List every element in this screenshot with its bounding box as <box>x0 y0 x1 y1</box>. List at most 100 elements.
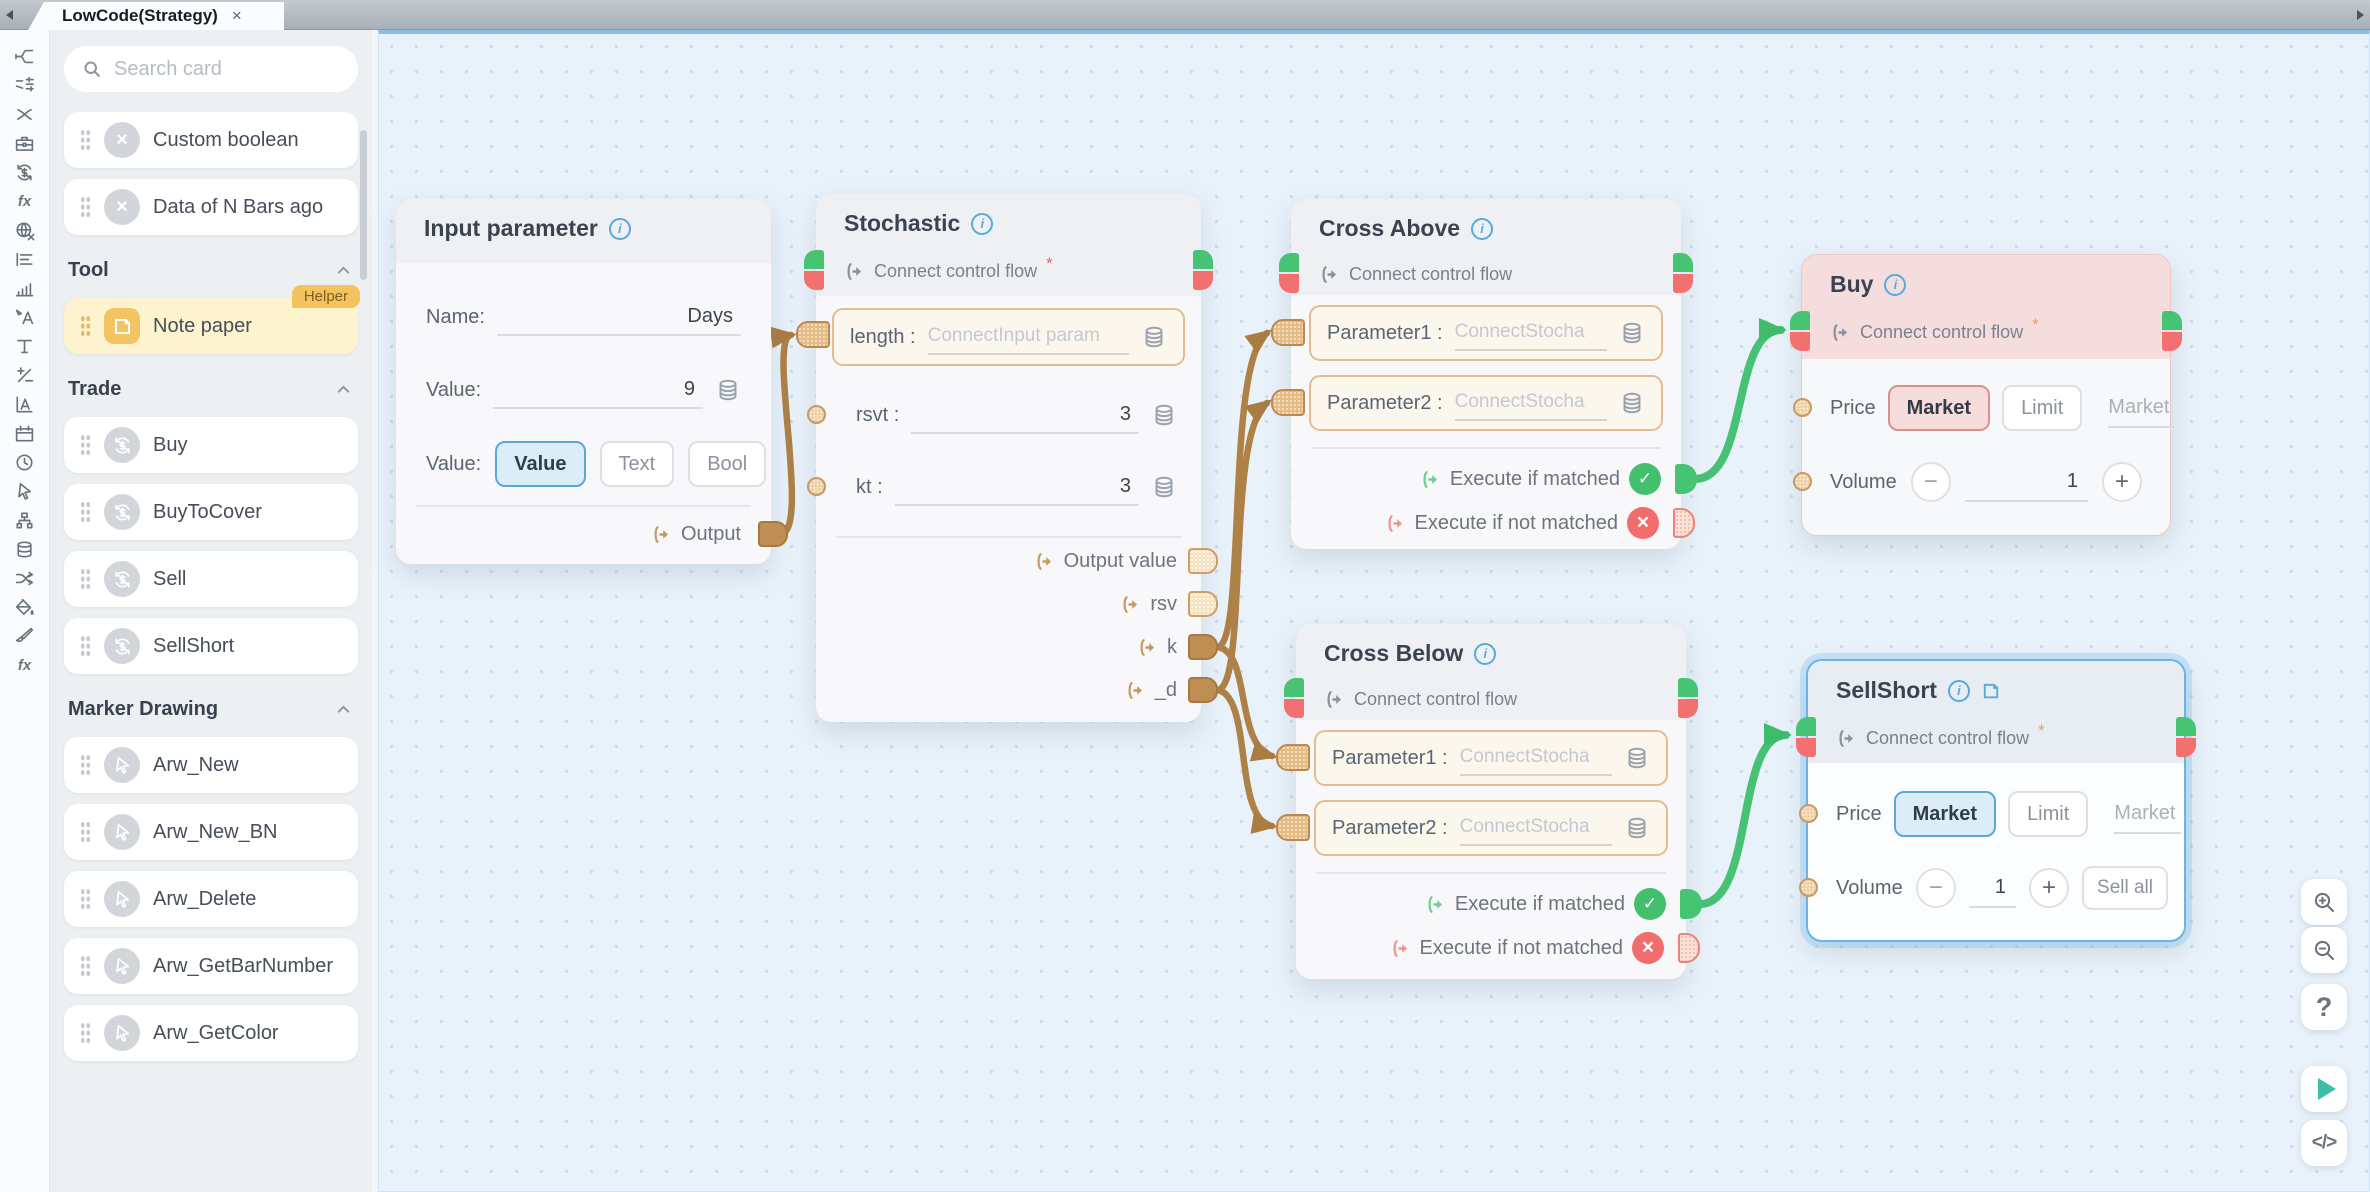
matched-out-port[interactable] <box>1675 464 1697 494</box>
output-port[interactable] <box>758 521 788 547</box>
not-matched-out-port[interactable] <box>1678 933 1700 963</box>
node-cross-below[interactable]: Cross Below i Connect control flow Param… <box>1276 624 1702 979</box>
node-stochastic[interactable]: Stochastic i Connect control flow * leng… <box>796 194 1218 722</box>
clock-icon[interactable] <box>0 448 50 477</box>
control-in-port[interactable] <box>804 250 824 290</box>
param-field-1[interactable]: Parameter1 : ConnectStocha <box>1309 305 1663 361</box>
name-input[interactable]: Days <box>496 298 741 336</box>
node-sellshort[interactable]: SellShort i Connect control flow * Price… <box>1796 659 2196 942</box>
calendar-icon[interactable] <box>0 419 50 448</box>
brush-icon[interactable] <box>0 622 50 651</box>
drag-handle-icon[interactable] <box>80 635 91 657</box>
volume-input[interactable]: 1 <box>1968 868 2017 908</box>
pointer-icon[interactable] <box>0 477 50 506</box>
type-option-value[interactable]: Value <box>495 441 586 487</box>
database-icon[interactable] <box>1141 324 1167 350</box>
database-icon[interactable] <box>1624 745 1650 771</box>
sell-all-button[interactable]: Sell all <box>2082 866 2168 910</box>
length-input-port[interactable] <box>796 321 830 348</box>
price-input-port[interactable] <box>1799 804 1818 823</box>
drag-handle-icon[interactable] <box>80 754 91 776</box>
merge-flow-icon[interactable] <box>0 42 50 71</box>
price-option-limit[interactable]: Limit <box>2008 791 2089 837</box>
drag-handle-icon[interactable] <box>80 501 91 523</box>
drag-handle-icon[interactable] <box>80 434 91 456</box>
drag-handle-icon[interactable] <box>80 821 91 843</box>
bar-chart-icon[interactable] <box>0 274 50 303</box>
sidebar-item-data-of-n-bars-ago[interactable]: ×Data of N Bars ago <box>64 179 358 235</box>
database-icon[interactable] <box>1624 815 1650 841</box>
function-icon[interactable]: fx <box>17 193 32 210</box>
sidebar-item-arw-new-bn[interactable]: Arw_New_BN <box>64 804 358 860</box>
sidebar-item-arw-getcolor[interactable]: Arw_GetColor <box>64 1005 358 1061</box>
not-matched-out-port[interactable] <box>1673 508 1695 538</box>
zoom-in-button[interactable] <box>2301 879 2347 925</box>
drag-handle-icon[interactable] <box>80 955 91 977</box>
rename-icon[interactable] <box>0 303 50 332</box>
text-icon[interactable] <box>0 332 50 361</box>
sidebar-item-buy[interactable]: Buy <box>64 417 358 473</box>
parameter2-input-port[interactable] <box>1276 814 1310 841</box>
param-field-2[interactable]: Parameter2 : ConnectStocha <box>1314 800 1668 856</box>
info-icon[interactable]: i <box>971 212 994 235</box>
database-icon[interactable] <box>1151 474 1177 500</box>
drag-handle-icon[interactable] <box>80 129 91 151</box>
kt-input[interactable]: 3 <box>894 468 1139 506</box>
plus-minus-icon[interactable] <box>0 361 50 390</box>
search-box[interactable] <box>64 46 358 92</box>
control-in-port[interactable] <box>1279 253 1299 293</box>
note-icon[interactable] <box>1981 681 2001 701</box>
param-field-length[interactable]: length : ConnectInput param <box>832 308 1185 366</box>
output-port-rsv[interactable] <box>1188 591 1218 617</box>
globe-cross-icon[interactable] <box>0 216 50 245</box>
section-header-marker-drawing[interactable]: Marker Drawing <box>68 698 352 721</box>
output-port-d[interactable] <box>1188 677 1218 703</box>
database-icon[interactable] <box>0 535 50 564</box>
align-bars-icon[interactable] <box>0 245 50 274</box>
price-option-limit[interactable]: Limit <box>2002 385 2083 431</box>
parameter1-input-port[interactable] <box>1276 744 1310 771</box>
compare-settings-icon[interactable] <box>0 71 50 100</box>
tab-scroll-left-icon[interactable] <box>6 10 13 20</box>
price-input-port[interactable] <box>1793 398 1812 417</box>
sidebar-item-sellshort[interactable]: SellShort <box>64 618 358 674</box>
type-option-text[interactable]: Text <box>599 441 675 487</box>
tab-scroll-right-icon[interactable] <box>2357 10 2364 20</box>
volume-increase-button[interactable]: + <box>2029 868 2070 908</box>
paint-bucket-icon[interactable] <box>0 593 50 622</box>
kt-input-port[interactable] <box>807 477 826 496</box>
shuffle-icon[interactable] <box>0 564 50 593</box>
sidebar-item-custom-boolean[interactable]: ×Custom boolean <box>64 112 358 168</box>
help-button[interactable]: ? <box>2301 984 2347 1030</box>
drag-handle-icon[interactable] <box>80 315 91 337</box>
control-in-port[interactable] <box>1796 717 1816 757</box>
node-input-parameter[interactable]: Input parameter i Name: Days Value: 9 Va… <box>396 199 788 564</box>
database-icon[interactable] <box>1151 402 1177 428</box>
tab-lowcode-strategy[interactable]: LowCode(Strategy) × <box>28 2 284 30</box>
chart-label-icon[interactable] <box>0 390 50 419</box>
parameter1-input-port[interactable] <box>1271 319 1305 346</box>
drag-handle-icon[interactable] <box>80 888 91 910</box>
control-out-port[interactable] <box>1673 253 1693 293</box>
volume-decrease-button[interactable]: − <box>1910 462 1951 502</box>
control-out-port[interactable] <box>1193 250 1213 290</box>
volume-decrease-button[interactable]: − <box>1915 868 1956 908</box>
node-cross-above[interactable]: Cross Above i Connect control flow Param… <box>1271 199 1697 549</box>
section-header-tool[interactable]: Tool <box>68 259 352 282</box>
run-button[interactable] <box>2301 1066 2347 1112</box>
briefcase-icon[interactable] <box>0 129 50 158</box>
sidebar-item-buytocover[interactable]: BuyToCover <box>64 484 358 540</box>
dollar-cycle-icon[interactable] <box>0 158 50 187</box>
param-field-2[interactable]: Parameter2 : ConnectStocha <box>1309 375 1663 431</box>
control-out-port[interactable] <box>2162 311 2182 351</box>
database-icon[interactable] <box>1619 390 1645 416</box>
section-header-trade[interactable]: Trade <box>68 378 352 401</box>
flow-canvas[interactable]: Input parameter i Name: Days Value: 9 Va… <box>378 30 2370 1192</box>
parameter2-input-port[interactable] <box>1271 389 1305 416</box>
price-option-market[interactable]: Market <box>1887 385 1991 431</box>
matched-out-port[interactable] <box>1680 889 1702 919</box>
control-in-port[interactable] <box>1284 678 1304 718</box>
output-port-value[interactable] <box>1188 548 1218 574</box>
info-icon[interactable]: i <box>1474 642 1497 665</box>
sidebar-item-arw-delete[interactable]: Arw_Delete <box>64 871 358 927</box>
